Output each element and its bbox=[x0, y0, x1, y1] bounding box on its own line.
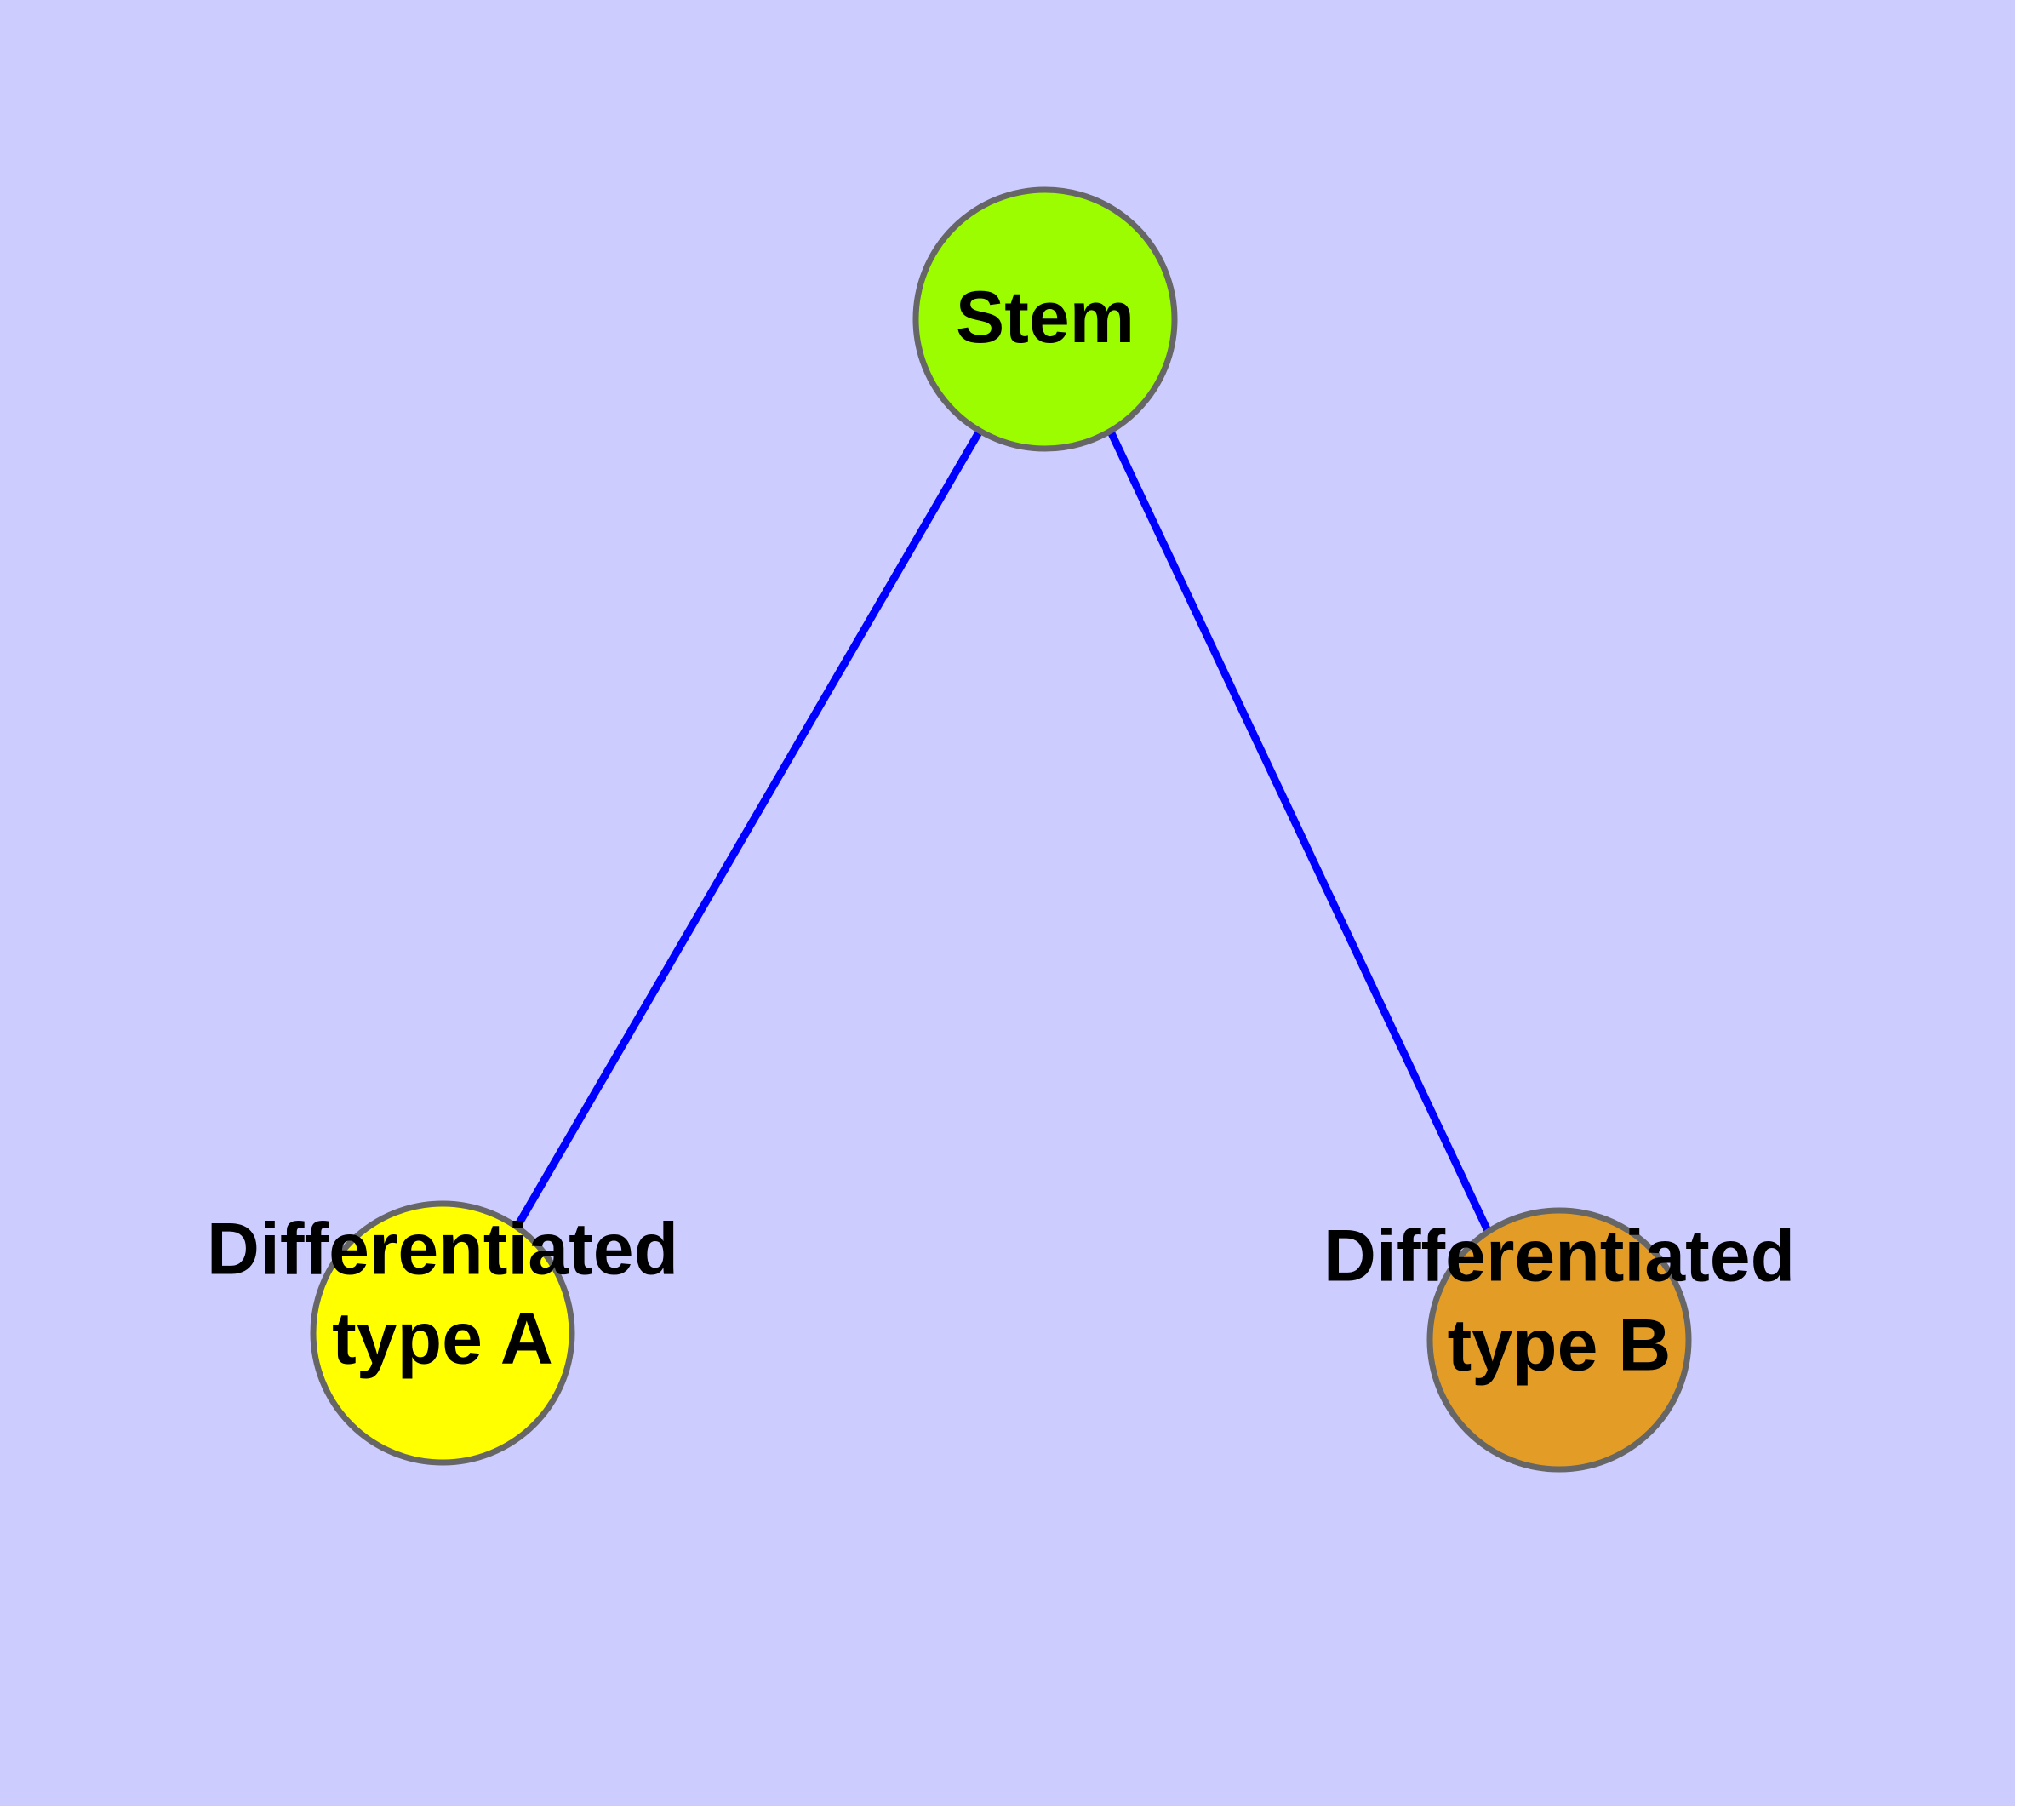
node-label-line: Differentiated bbox=[1323, 1216, 1795, 1297]
edges-layer bbox=[513, 430, 1494, 1236]
node-circle-diff_b[interactable] bbox=[1426, 1207, 1692, 1473]
node-label-line: type A bbox=[332, 1297, 553, 1379]
node-label-stem: Stem bbox=[956, 277, 1135, 358]
graph-edge-stem-to-diff-b[interactable] bbox=[1106, 430, 1494, 1236]
node-circle-diff_a[interactable] bbox=[310, 1200, 575, 1466]
node-label-line: Differentiated bbox=[207, 1209, 678, 1291]
graph-edge-stem-to-diff-a[interactable] bbox=[513, 430, 982, 1230]
node-label-line: Stem bbox=[956, 277, 1135, 358]
graph-node-stem[interactable]: Stem bbox=[912, 186, 1178, 452]
node-circle-stem[interactable] bbox=[912, 186, 1178, 452]
node-label-line: type B bbox=[1448, 1304, 1672, 1386]
